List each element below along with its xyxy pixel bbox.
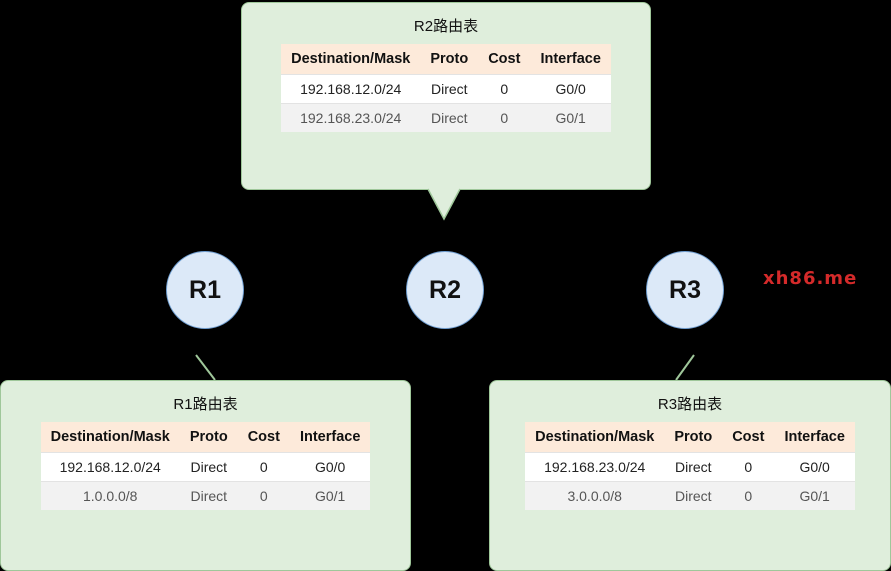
cell-destination-mask: 1.0.0.0/8 (40, 481, 180, 510)
route-table-r1: Destination/Mask Proto Cost Interface 19… (40, 422, 371, 510)
connector-r3 (675, 354, 695, 381)
table-row: 1.0.0.0/8 Direct 0 G0/1 (40, 481, 371, 510)
cell-proto: Direct (179, 481, 238, 510)
cell-destination-mask: 192.168.23.0/24 (281, 103, 421, 132)
router-r1[interactable]: R1 (166, 251, 244, 329)
cell-destination-mask: 192.168.12.0/24 (40, 452, 180, 482)
cell-proto: Direct (420, 103, 479, 132)
col-interface: Interface (774, 422, 855, 453)
table-row: 192.168.12.0/24 Direct 0 G0/0 (40, 452, 371, 482)
cell-interface: G0/0 (774, 452, 855, 482)
table-row: 192.168.12.0/24 Direct 0 G0/0 (281, 74, 611, 104)
router-r2-label: R2 (429, 275, 461, 304)
cell-proto: Direct (420, 74, 479, 104)
col-interface: Interface (289, 422, 371, 453)
cell-interface: G0/0 (289, 452, 371, 482)
table-row: 192.168.23.0/24 Direct 0 G0/1 (281, 103, 611, 132)
cell-destination-mask: 192.168.23.0/24 (525, 452, 665, 482)
cell-cost: 0 (478, 103, 531, 132)
table-header-row: Destination/Mask Proto Cost Interface (525, 422, 855, 453)
cell-cost: 0 (237, 481, 290, 510)
col-destination-mask: Destination/Mask (525, 422, 665, 453)
col-proto: Proto (420, 44, 479, 75)
cell-interface: G0/1 (530, 103, 611, 132)
cell-destination-mask: 3.0.0.0/8 (525, 481, 665, 510)
callout-r2-title: R2路由表 (413, 18, 479, 35)
router-r1-label: R1 (189, 275, 221, 304)
cell-interface: G0/1 (774, 481, 855, 510)
callout-r1-title: R1路由表 (173, 396, 238, 413)
cell-cost: 0 (722, 452, 775, 482)
cell-proto: Direct (664, 481, 723, 510)
col-proto: Proto (179, 422, 238, 453)
cell-proto: Direct (179, 452, 238, 482)
table-header-row: Destination/Mask Proto Cost Interface (40, 422, 371, 453)
connector-r1 (195, 354, 216, 381)
watermark: xh86.me (763, 268, 858, 289)
cell-interface: G0/0 (530, 74, 611, 104)
table-row: 3.0.0.0/8 Direct 0 G0/1 (525, 481, 855, 510)
cell-destination-mask: 192.168.12.0/24 (281, 74, 421, 104)
col-cost: Cost (478, 44, 531, 75)
callout-r1: R1路由表 Destination/Mask Proto Cost Interf… (0, 380, 411, 571)
table-header-row: Destination/Mask Proto Cost Interface (281, 44, 611, 75)
cell-interface: G0/1 (289, 481, 371, 510)
callout-r3: R3路由表 Destination/Mask Proto Cost Interf… (489, 380, 891, 571)
router-r2[interactable]: R2 (406, 251, 484, 329)
callout-r2-tail (428, 189, 460, 219)
col-destination-mask: Destination/Mask (40, 422, 180, 453)
cell-proto: Direct (664, 452, 723, 482)
cell-cost: 0 (722, 481, 775, 510)
table-row: 192.168.23.0/24 Direct 0 G0/0 (525, 452, 855, 482)
col-cost: Cost (722, 422, 775, 453)
route-table-r3: Destination/Mask Proto Cost Interface 19… (525, 422, 855, 510)
cell-cost: 0 (478, 74, 531, 104)
callout-r3-title: R3路由表 (657, 396, 723, 413)
router-r3-label: R3 (669, 275, 701, 304)
cell-cost: 0 (237, 452, 290, 482)
callout-r2: R2路由表 Destination/Mask Proto Cost Interf… (241, 2, 651, 190)
col-cost: Cost (237, 422, 290, 453)
router-r3[interactable]: R3 (646, 251, 724, 329)
col-destination-mask: Destination/Mask (281, 44, 421, 75)
col-interface: Interface (530, 44, 611, 75)
route-table-r2: Destination/Mask Proto Cost Interface 19… (281, 44, 611, 132)
col-proto: Proto (664, 422, 723, 453)
